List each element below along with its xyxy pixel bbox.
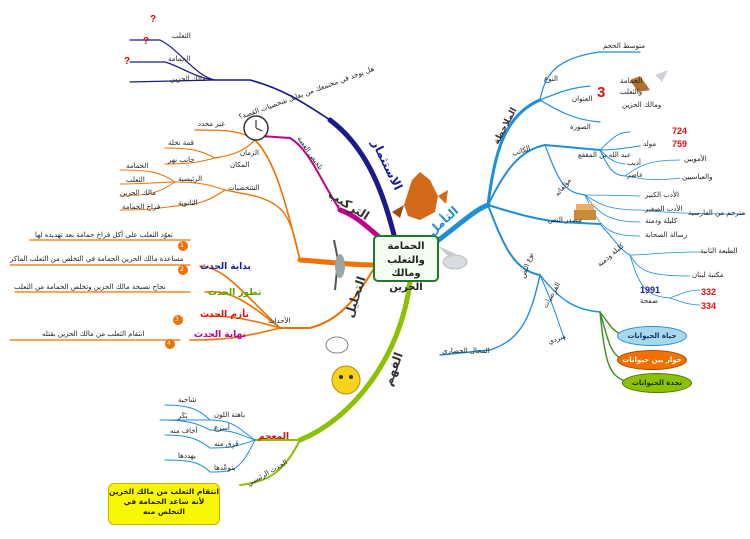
page-2: 334 <box>701 301 717 311</box>
question-mark-3: ? <box>124 56 131 67</box>
label-makan-v1: قمة نخلة <box>168 139 194 147</box>
blue-branch-lines <box>433 51 746 356</box>
label-kalila: كليلة ودمنة <box>645 217 678 225</box>
event-2-title: تطور الحدث <box>208 288 262 298</box>
word-1: شاحبة <box>178 396 197 404</box>
unwan-count: 3 <box>597 84 606 101</box>
event-num-4: 4 <box>167 340 171 347</box>
event-num-1: 1 <box>180 242 184 249</box>
istithmar-item-1: الثعلب <box>172 32 191 40</box>
oval-hayat[interactable]: حياة الحيوانات <box>617 326 687 346</box>
label-masdar: مصدر النص <box>548 216 582 224</box>
label-majal: المجال الحضاري <box>442 347 490 355</box>
dove-illustration <box>438 246 468 270</box>
label-malik: ومالك الحزين <box>622 101 662 109</box>
central-line-3: الحزين <box>389 281 423 293</box>
label-asir: عاصر <box>627 171 644 179</box>
event-4-title: نهاية الحدث <box>194 330 246 340</box>
year-3: 1991 <box>640 285 661 295</box>
word-3: أخاف منه <box>170 427 198 435</box>
meaning-1: باهتة اللون <box>214 411 246 419</box>
magenta-branch-lines <box>259 135 388 245</box>
label-adab-kabir: الأدب الكبير <box>645 191 679 199</box>
question-mark-2: ? <box>143 36 150 47</box>
label-raisiyya: الرئيسية <box>178 175 203 183</box>
oval-hiwar[interactable]: حوار بين حيوانات <box>617 350 687 370</box>
label-mutarjam: مترجم من الفارسية <box>688 209 746 217</box>
fox-illustration <box>392 172 448 220</box>
label-adab-saghir: الأدب الصغير <box>645 205 683 213</box>
event-3-title: تأزم الحدث <box>200 310 249 320</box>
clock-illustration <box>243 115 269 141</box>
istithmar-item-3: مالك الحزين <box>170 75 206 83</box>
year-2: 759 <box>672 139 688 149</box>
label-shakhsiyat: الشخصيات <box>228 184 260 192</box>
navy-branch-lines <box>129 39 397 238</box>
event-num-2: 2 <box>180 266 184 273</box>
label-mujam: المعجم <box>258 432 290 442</box>
oval-najda[interactable]: نجدة الحيوانات <box>622 373 692 393</box>
meaning-3: فَرِق منه <box>214 440 239 448</box>
main-event-note: انتقام الثعلب من مالك الحزين لأنه ساعد ا… <box>108 483 220 525</box>
central-line-1: الحمامة <box>387 241 425 252</box>
orange-branch-lines <box>9 129 376 341</box>
question-mark-1: ? <box>150 14 157 25</box>
meaning-2: أسرع <box>214 424 230 432</box>
event-num-3: 3 <box>175 316 179 323</box>
central-topic[interactable]: الحمامة والثعلب ومالك الحزين <box>373 235 439 293</box>
event-1-text: تعوّد الثعلب على أكل فراخ حمامة بعد تهدي… <box>35 231 173 239</box>
word-2: بَكَر <box>178 412 188 420</box>
label-tabaa: الطبعة الثانية <box>700 247 738 255</box>
green-branch-lines <box>239 279 413 486</box>
istithmar-item-2: الحمامة <box>168 55 191 63</box>
year-1: 724 <box>672 126 688 136</box>
event-number-circles <box>165 241 188 349</box>
event-4-text: انتقام الثعلب من مالك الحزين بقتله <box>42 330 145 338</box>
heron-illustration <box>333 239 345 291</box>
label-hamama: الحمامة <box>620 77 643 85</box>
event-3-text: نجاح نصيحة مالك الحزين وتخلص الحمامة من … <box>14 283 166 291</box>
label-sura: الصورة <box>570 123 591 131</box>
small-birds-illustration <box>630 70 668 92</box>
tarkib-t-item-1: فراخ الحمامة <box>122 203 161 211</box>
book-illustration <box>574 204 596 220</box>
oval-connectors <box>599 311 626 382</box>
label-ibn-muqaffa: عبد الله بن المقفع <box>578 151 631 159</box>
smiley-illustration <box>325 336 361 395</box>
label-zaman-val: غير محدد <box>198 120 225 128</box>
label-risala: رسالة الصحابة <box>645 231 687 239</box>
event-1-title: بداية الحدث <box>200 262 251 272</box>
label-ahdath: الأحداث <box>268 317 291 325</box>
label-mutawassit: متوسط الحجم <box>603 42 645 50</box>
label-safha: صفحة <box>640 297 658 305</box>
central-line-2: والثعلب ومالك <box>387 254 425 280</box>
word-4: يهددها <box>178 452 196 460</box>
tarkib-r-item-1: الحمامة <box>126 162 149 170</box>
page-1: 332 <box>701 287 717 297</box>
event-2-text: مساعدة مالك الحزين الحمامة في التخلص من … <box>10 255 184 263</box>
meaning-4: يتوعّدها <box>214 464 236 472</box>
label-unwan: العنوان <box>572 95 593 103</box>
label-naw: النوع <box>544 75 558 83</box>
label-thanawiyya: الثانوية <box>178 199 198 207</box>
label-zaman: الزمان <box>240 149 259 157</box>
tarkib-r-item-3: مالك الحزين <box>120 189 156 197</box>
label-abbasiyyin: والعباسيين <box>682 173 713 181</box>
label-mawlid: مولد <box>643 140 657 148</box>
label-adib: أديب <box>627 159 641 167</box>
label-umawiyyin: الأمويين <box>684 155 707 163</box>
fahm-detail-lines <box>159 404 256 473</box>
label-maktaba: مكتبة لبنان <box>692 271 724 279</box>
label-makan: المكان <box>230 161 250 169</box>
label-thalab: والثعلب <box>620 88 643 96</box>
label-makan-v2: جانب نهر <box>168 156 195 164</box>
tarkib-r-item-2: الثعلب <box>126 176 145 184</box>
